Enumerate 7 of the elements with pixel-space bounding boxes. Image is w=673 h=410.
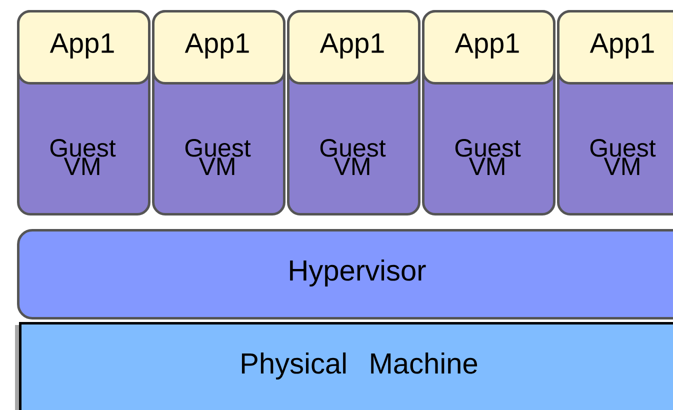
- hypervisor-layer: Hypervisor: [17, 229, 673, 320]
- app-box: App1: [557, 10, 673, 84]
- app-box: App1: [152, 10, 286, 84]
- physical-machine-layer: Physical Machine: [15, 322, 673, 410]
- app-box: App1: [287, 10, 420, 84]
- app-box: App1: [17, 10, 150, 84]
- app-box: App1: [422, 10, 556, 84]
